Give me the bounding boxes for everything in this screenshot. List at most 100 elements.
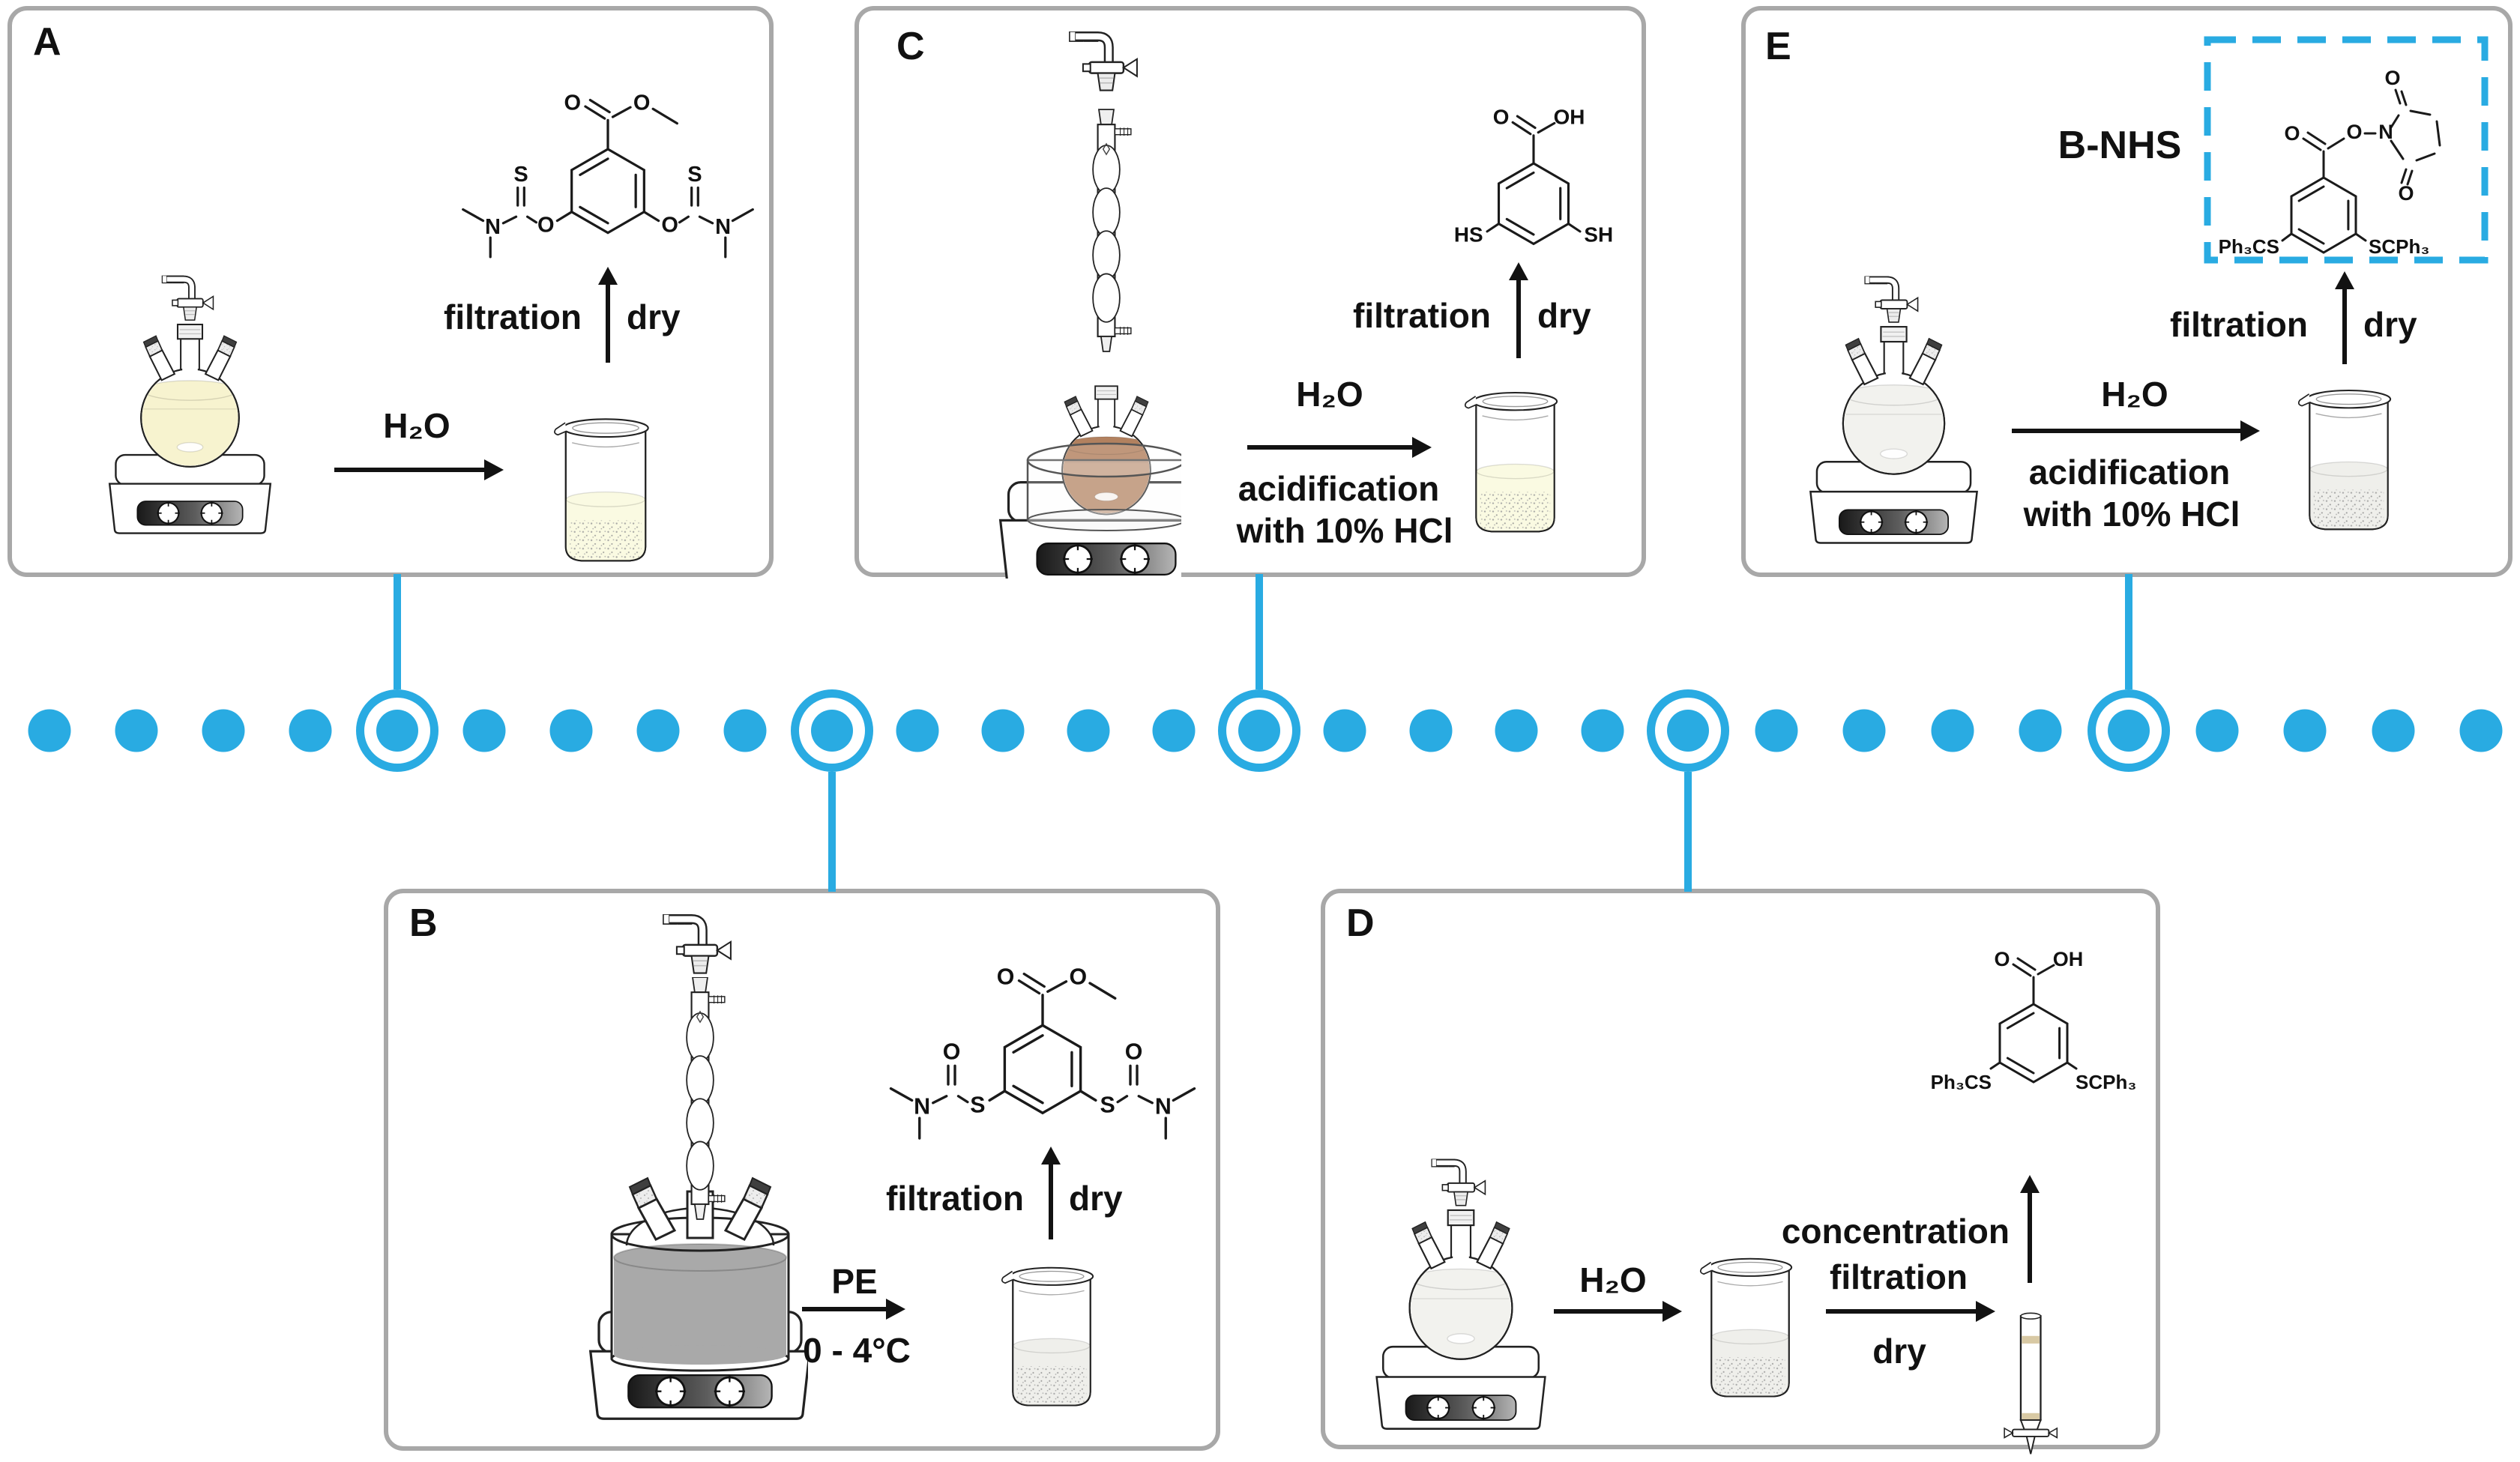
chromatography-column-icon <box>2002 1311 2061 1458</box>
timeline-dot <box>1152 709 1196 752</box>
workup-dry-label: dry <box>2363 305 2417 344</box>
beaker-icon <box>995 1253 1108 1411</box>
workup-filtration-label: filtration <box>1353 296 1491 335</box>
workup-up-arrow <box>606 285 610 363</box>
beaker-icon <box>2292 375 2405 535</box>
panel-label: D <box>1346 901 1375 945</box>
timeline-dot <box>1931 709 1974 752</box>
timeline-dot <box>462 709 506 752</box>
atom-label: OH <box>1554 105 1585 128</box>
panel-label: B <box>409 901 438 945</box>
workup-filtration-label: filtration <box>886 1179 1024 1218</box>
atom-label: O <box>1493 105 1510 128</box>
timeline-dot <box>202 709 245 752</box>
reagent-label: PE <box>831 1262 878 1301</box>
atom-label: O <box>943 1039 961 1064</box>
timeline-dot <box>636 709 680 752</box>
structure-dimercaptobenzoic-acid: O OH HS SH <box>1454 105 1613 246</box>
timeline-dot <box>896 709 939 752</box>
reagent-label: H₂O <box>1579 1260 1647 1299</box>
timeline-node-C <box>1218 689 1300 772</box>
atom-label: O <box>661 214 678 238</box>
panel-A: A H₂O filtration dry O O S O N S O N <box>7 6 774 577</box>
workup-dry-label: dry <box>627 297 681 336</box>
condition-label: with 10% HCl <box>2023 495 2240 534</box>
timeline-dot <box>289 709 332 752</box>
reflux-apparatus-water-bath <box>999 24 1181 579</box>
condition-label: with 10% HCl <box>1236 511 1453 550</box>
timeline-dot <box>981 709 1025 752</box>
timeline-dot <box>549 709 593 752</box>
reaction-arrow <box>1554 1309 1663 1314</box>
condition-label: acidification <box>2028 453 2231 492</box>
reagent-label: H₂O <box>1296 375 1363 414</box>
timeline-node-B <box>791 689 873 772</box>
atom-label: O <box>537 214 555 238</box>
timeline-connector-C <box>1256 574 1263 689</box>
timeline-connector-A <box>394 574 401 689</box>
atom-label: SCPh₃ <box>2076 1071 2136 1093</box>
reaction-arrow <box>2012 429 2240 433</box>
atom-label: N <box>1155 1095 1172 1120</box>
workup-up-arrow <box>1049 1165 1053 1239</box>
structure-bis-O-thiocarbamate: O O S O N S O N <box>462 91 754 259</box>
concentration-up-arrow <box>2028 1193 2032 1283</box>
atom-label: N <box>715 215 731 239</box>
atom-label: N <box>914 1095 930 1120</box>
structure-bis-S-carbamate: O O O S N O S N <box>889 964 1196 1140</box>
timeline-dot <box>2372 709 2415 752</box>
timeline-dot <box>1842 709 1886 752</box>
beaker-icon <box>1459 378 1572 537</box>
condition-label: acidification <box>1238 469 1440 508</box>
atom-label: O <box>1994 948 2010 970</box>
atom-label: O <box>2398 182 2414 205</box>
atom-label: O <box>997 964 1015 989</box>
timeline-dot <box>2019 709 2062 752</box>
reaction-arrow <box>1247 445 1412 450</box>
timeline-dot <box>1067 709 1110 752</box>
atom-label: N <box>2378 121 2393 143</box>
atom-label: SCPh₃ <box>2369 235 2429 258</box>
atom-label: SH <box>1584 223 1613 246</box>
reaction-arrow <box>334 468 484 472</box>
atom-label: HS <box>1454 223 1483 246</box>
timeline-dot <box>723 709 767 752</box>
reaction-arrow <box>802 1307 886 1311</box>
concentration-label: concentration <box>1781 1212 2010 1251</box>
atom-label: Ph₃CS <box>2219 235 2279 258</box>
glass-bath-dish <box>1026 442 1181 531</box>
flask-necks <box>628 1176 772 1241</box>
panel-label: C <box>896 25 925 68</box>
workup-filtration-label: filtration <box>2170 305 2308 344</box>
reaction-arrow <box>1826 1309 1976 1314</box>
timeline-dot <box>1495 709 1538 752</box>
beaker-icon <box>548 404 663 567</box>
timeline-dot <box>2283 709 2327 752</box>
three-neck-flask-on-hotplate <box>1372 1141 1550 1432</box>
product-name-label: B-NHS <box>2058 124 2182 167</box>
panel-label: A <box>33 20 61 64</box>
workup-dry-label: dry <box>1069 1179 1123 1218</box>
timeline-dot <box>2195 709 2239 752</box>
atom-label: O <box>564 91 581 115</box>
workup-up-arrow <box>1516 280 1521 358</box>
structure-B-NHS: O O N O O Ph₃CS SCPh₃ <box>2219 67 2441 258</box>
atom-label: O <box>2284 122 2300 145</box>
gray-bath <box>610 1206 790 1372</box>
timeline-dot <box>1755 709 1798 752</box>
timeline-connector-D <box>1684 772 1692 892</box>
panel-D: D H₂O filtration dry concentration O OH … <box>1321 889 2160 1449</box>
workup-dry-label: dry <box>1537 296 1591 335</box>
atom-label: O <box>2346 121 2362 143</box>
atom-label: O <box>1125 1039 1143 1064</box>
atom-label: S <box>970 1093 985 1117</box>
timeline-connector-E <box>2125 574 2132 689</box>
atom-label: O <box>2384 67 2400 89</box>
timeline-dot <box>2459 709 2503 752</box>
reflux-apparatus-gray-bath <box>588 901 808 1421</box>
structure-bis-tritylthio-benzoic-acid: O OH Ph₃CS SCPh₃ <box>1931 948 2137 1093</box>
condition-label: 0 - 4°C <box>803 1331 911 1370</box>
atom-label: N <box>485 215 501 239</box>
step-dry-label: dry <box>1872 1332 1926 1371</box>
step-filtration-label: filtration <box>1830 1257 1968 1296</box>
